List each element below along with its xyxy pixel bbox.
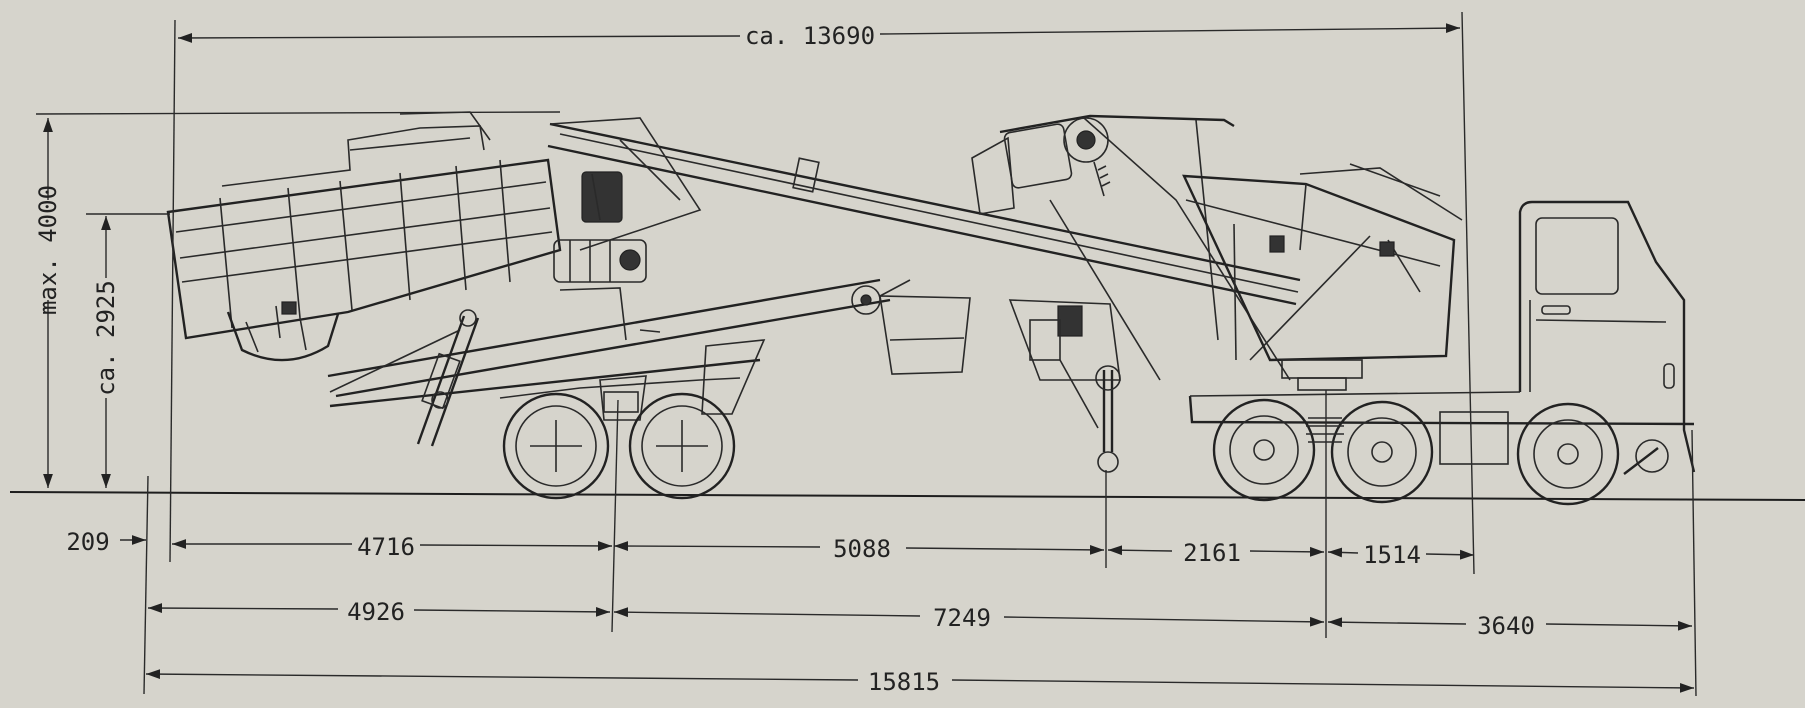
mobile-plant-outline (9, 111, 1805, 506)
drive-motor (553, 171, 647, 283)
gearbox-unit (1008, 299, 1121, 473)
dim-row1-c: 2161 (1183, 539, 1241, 567)
dim-offset-left: 209 (66, 528, 109, 556)
dim-height-ca: ca. 2925 (92, 280, 120, 396)
dim-row2-b: 7249 (933, 604, 991, 632)
dim-total-length: 15815 (868, 668, 940, 696)
dim-row2-a: 4926 (347, 598, 405, 626)
dimension-lines (35, 11, 1697, 697)
center-frame (879, 279, 971, 375)
dim-row1-d: 1514 (1363, 541, 1421, 569)
dim-row1-b: 5088 (833, 535, 891, 563)
dimension-labels: ca. 13690 max. 4000 ca. 2925 209 4716 50… (34, 22, 1535, 696)
dim-row1-a: 4716 (357, 533, 415, 561)
main-conveyor (547, 117, 1301, 306)
upper-screen-unit (971, 114, 1291, 381)
trailer-axles (499, 377, 741, 500)
truck (1188, 200, 1696, 506)
dim-overall-length-top: ca. 13690 (745, 22, 875, 50)
hydraulic-support-leg (416, 309, 480, 447)
crusher-hopper (1182, 163, 1463, 391)
return-conveyor (327, 278, 891, 421)
feed-hopper (166, 111, 562, 362)
dim-max-height: max. 4000 (34, 185, 62, 315)
dim-row2-c: 3640 (1477, 612, 1535, 640)
